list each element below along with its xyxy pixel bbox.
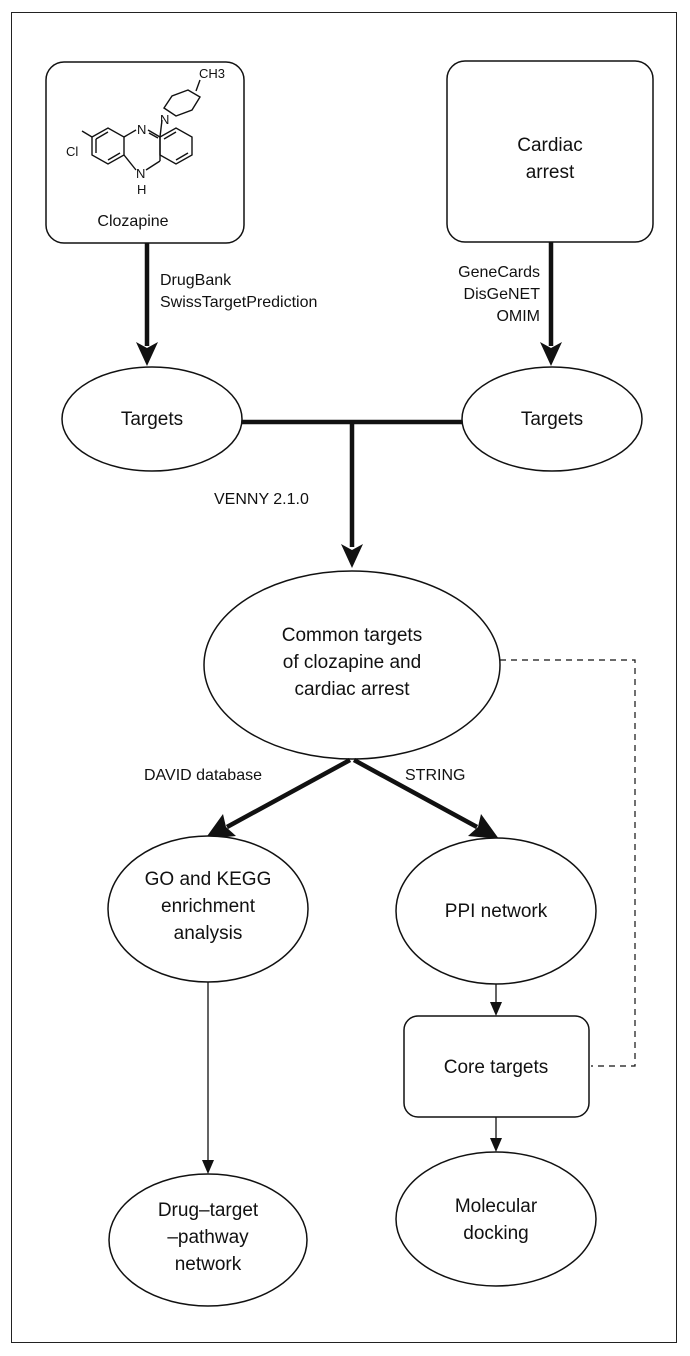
clozapine-box: Cl N N H N CH3 Clozapine xyxy=(45,61,245,244)
ppi-to-core-arrow xyxy=(490,984,502,1016)
common-targets-node: Common targets of clozapine and cardiac … xyxy=(203,570,501,760)
nh-h-label: H xyxy=(137,182,146,197)
string-label: STRING xyxy=(405,767,465,784)
cardiac-arrest-box: Cardiac arrest xyxy=(446,60,654,243)
omim-label: OMIM xyxy=(496,308,540,325)
core-targets-label: Core targets xyxy=(444,1057,549,1078)
network-node: Drug–target –pathway network xyxy=(108,1173,308,1307)
network-line3: network xyxy=(175,1254,242,1275)
common-targets-line3: cardiac arrest xyxy=(294,679,410,700)
david-arrow xyxy=(205,758,352,839)
common-targets-line2: of clozapine and xyxy=(283,652,421,673)
disgenet-label: DisGeNET xyxy=(464,286,541,303)
core-targets-node: Core targets xyxy=(403,1015,590,1118)
enrichment-line1: GO and KEGG xyxy=(145,869,272,890)
nh-n-label: N xyxy=(136,166,145,181)
docking-line2: docking xyxy=(463,1223,529,1244)
disease-targets-label: Targets xyxy=(521,409,583,430)
figure-frame xyxy=(11,12,677,1343)
string-arrow xyxy=(352,758,499,839)
disease-to-targets-arrow xyxy=(540,242,562,366)
cardiac-arrest-line1: Cardiac xyxy=(517,135,582,156)
genecards-label: GeneCards xyxy=(458,264,540,281)
common-targets-line1: Common targets xyxy=(282,625,422,646)
methyl-label: CH3 xyxy=(199,66,225,81)
clozapine-structure-icon xyxy=(81,79,201,171)
drugbank-label: DrugBank xyxy=(160,272,232,289)
core-to-docking-arrow xyxy=(490,1117,502,1152)
venny-label: VENNY 2.1.0 xyxy=(214,491,309,508)
cardiac-arrest-line2: arrest xyxy=(526,162,575,183)
drug-to-targets-arrow xyxy=(136,243,158,366)
swisstarget-label: SwissTargetPrediction xyxy=(160,294,317,311)
enrichment-line3: analysis xyxy=(174,923,243,944)
enrichment-line2: enrichment xyxy=(161,896,256,917)
drug-targets-node: Targets xyxy=(61,366,243,472)
network-line1: Drug–target xyxy=(158,1200,259,1221)
enrichment-to-network-arrow xyxy=(202,982,214,1174)
ppi-node: PPI network xyxy=(395,837,597,985)
clozapine-label: Clozapine xyxy=(97,213,168,230)
enrichment-node: GO and KEGG enrichment analysis xyxy=(107,835,309,983)
docking-node: Molecular docking xyxy=(395,1151,597,1287)
network-line2: –pathway xyxy=(167,1227,249,1248)
drug-targets-label: Targets xyxy=(121,409,183,430)
david-label: DAVID database xyxy=(144,767,262,784)
dashed-common-to-core-connector xyxy=(500,659,636,1067)
ppi-label: PPI network xyxy=(445,901,548,922)
venny-merge-connector xyxy=(242,419,462,568)
piperazine-n-label: N xyxy=(160,112,169,127)
disease-targets-node: Targets xyxy=(461,366,643,472)
ring-n-label: N xyxy=(137,122,146,137)
docking-line1: Molecular xyxy=(455,1196,538,1217)
cl-atom-label: Cl xyxy=(66,144,78,159)
